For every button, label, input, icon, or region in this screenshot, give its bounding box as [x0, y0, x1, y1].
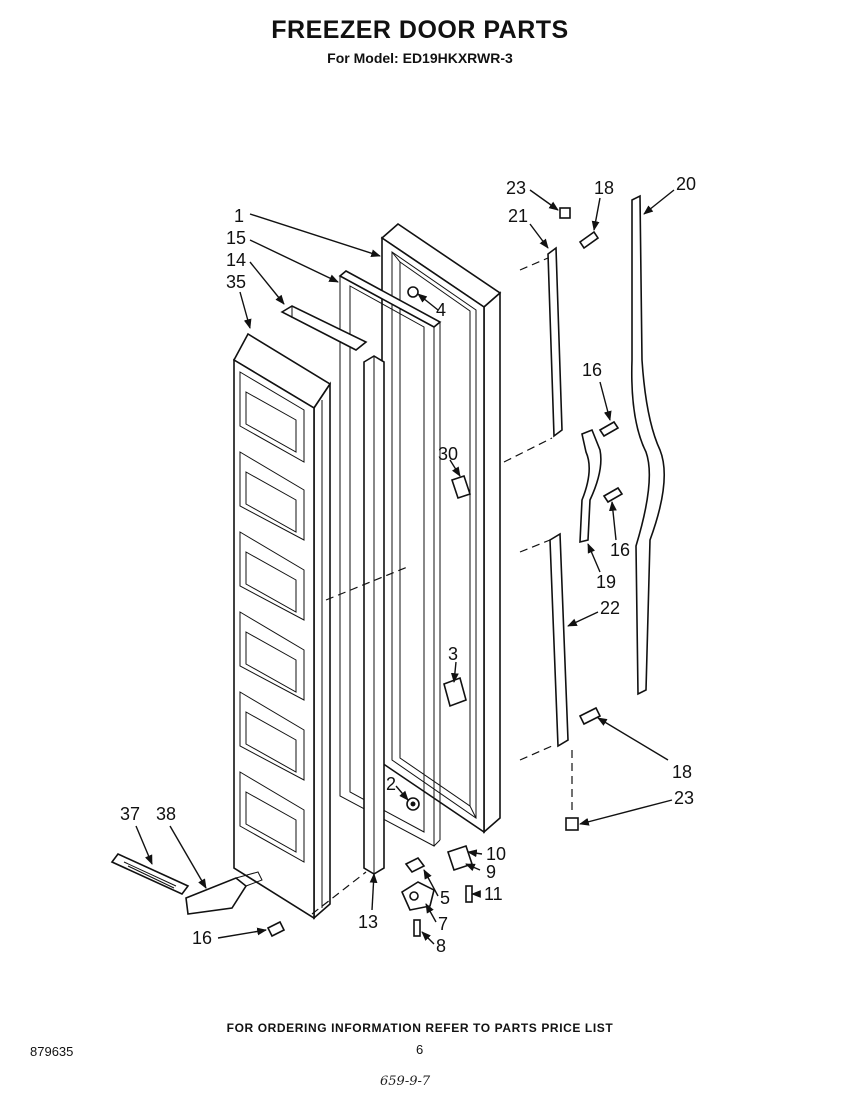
hinge-assembly — [400, 474, 474, 937]
handle-assembly — [266, 194, 665, 938]
callout-18-top: 18 — [594, 178, 614, 198]
callout-19: 19 — [596, 572, 616, 592]
callout-11: 11 — [484, 884, 503, 904]
page-title: FREEZER DOOR PARTS — [271, 16, 569, 44]
callout-13: 13 — [358, 912, 378, 932]
inner-door-liner — [232, 332, 332, 920]
document-number: 879635 — [30, 1044, 74, 1059]
callout-16-lower: 16 — [192, 928, 212, 948]
callout-15: 15 — [226, 228, 246, 248]
ordering-note: FOR ORDERING INFORMATION REFER TO PARTS … — [226, 1021, 614, 1035]
breaker-strip — [363, 355, 385, 875]
callout-20: 20 — [676, 174, 696, 194]
liner-shelf-pockets — [239, 371, 305, 863]
callout-8: 8 — [436, 936, 446, 956]
callout-16-middle: 16 — [610, 540, 630, 560]
callout-23-top: 23 — [506, 178, 526, 198]
handwritten-note: 659-9-7 — [380, 1074, 431, 1089]
callout-30: 30 — [438, 444, 458, 464]
callout-2: 2 — [386, 774, 396, 794]
callout-5: 5 — [440, 888, 450, 908]
callout-10: 10 — [486, 844, 506, 864]
bottom-bracket — [185, 871, 263, 915]
callout-labels: 1 15 14 35 23 18 20 21 4 16 30 16 19 22 … — [120, 174, 696, 956]
top-cap — [280, 305, 368, 351]
page-number: 6 — [416, 1042, 424, 1057]
callout-16-upper: 16 — [582, 360, 602, 380]
callout-35: 35 — [226, 272, 246, 292]
leader-lines — [135, 189, 675, 945]
callout-14: 14 — [226, 250, 246, 270]
callout-3: 3 — [448, 644, 458, 664]
model-subtitle: For Model: ED19HKXRWR-3 — [327, 50, 513, 66]
callout-37: 37 — [120, 804, 140, 824]
door-gasket — [338, 270, 442, 847]
callout-9: 9 — [486, 862, 496, 882]
toe-grille — [110, 853, 190, 895]
callout-21: 21 — [508, 206, 528, 226]
callout-7: 7 — [438, 914, 448, 934]
callout-18-bottom: 18 — [672, 762, 692, 782]
callout-38: 38 — [156, 804, 176, 824]
callout-22: 22 — [600, 598, 620, 618]
callout-4: 4 — [436, 300, 446, 320]
alignment-lines — [311, 257, 573, 915]
callout-1: 1 — [234, 206, 244, 226]
callout-23-bottom: 23 — [674, 788, 694, 808]
